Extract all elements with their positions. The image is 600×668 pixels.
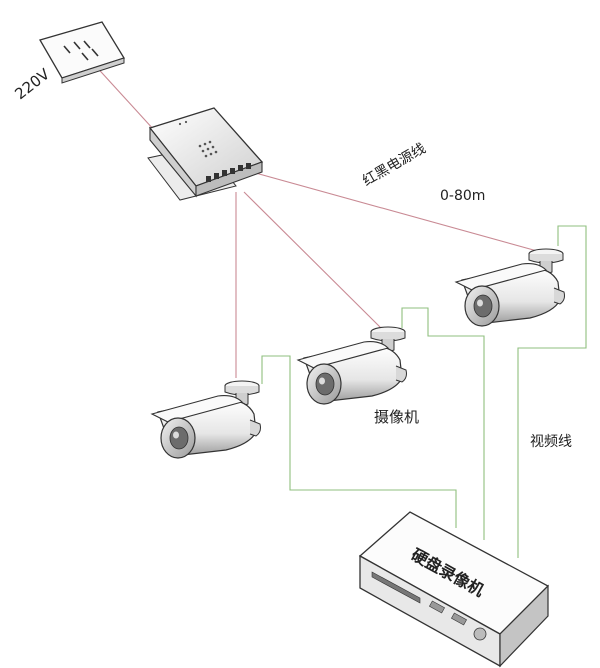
wall-outlet (39, 21, 125, 84)
video-line-camera-3 (517, 225, 587, 558)
camera-lens-glint (477, 299, 483, 307)
distance-label: 0-80m (440, 188, 485, 204)
power-cable-label: 红黑电源线 (360, 141, 429, 190)
voltage-label: 220V (11, 65, 53, 104)
camera-cable-gland (553, 287, 565, 305)
camera-1 (150, 380, 261, 459)
dvr-drive-slot (371, 571, 421, 604)
camera-lens-glint (173, 431, 179, 439)
video-lines (261, 225, 587, 558)
dvr-side-face (499, 584, 549, 668)
dvr-power-knob (473, 627, 487, 641)
psu-terminal-block (206, 163, 251, 182)
power-lines (91, 61, 549, 378)
video-line-camera-1 (261, 355, 457, 528)
camera-3 (454, 248, 565, 327)
camera-mount (224, 380, 260, 406)
dvr-button-2 (451, 612, 467, 626)
camera-sunshield (454, 263, 548, 291)
dvr-recorder (358, 511, 550, 668)
camera-2 (296, 326, 407, 405)
camera-lens-glint (319, 377, 325, 385)
camera-label: 摄像机 (374, 408, 419, 426)
video-cable-label: 视频线 (530, 434, 572, 450)
camera-cable-gland (395, 365, 407, 383)
camera-cable-gland (249, 419, 261, 437)
power-line-camera-3 (251, 171, 549, 255)
camera-lens-center (315, 372, 335, 396)
power-line-camera-2 (243, 191, 382, 329)
camera-lens-center (169, 426, 189, 450)
camera-lens-center (473, 294, 493, 318)
dvr-button-1 (429, 600, 445, 614)
power-supply-box (147, 107, 264, 201)
psu-vent-holes (178, 120, 218, 158)
camera-sunshield (150, 395, 244, 423)
camera-sunshield (296, 341, 390, 369)
outlet-socket-holes (63, 40, 99, 61)
video-line-camera-2 (401, 307, 485, 540)
